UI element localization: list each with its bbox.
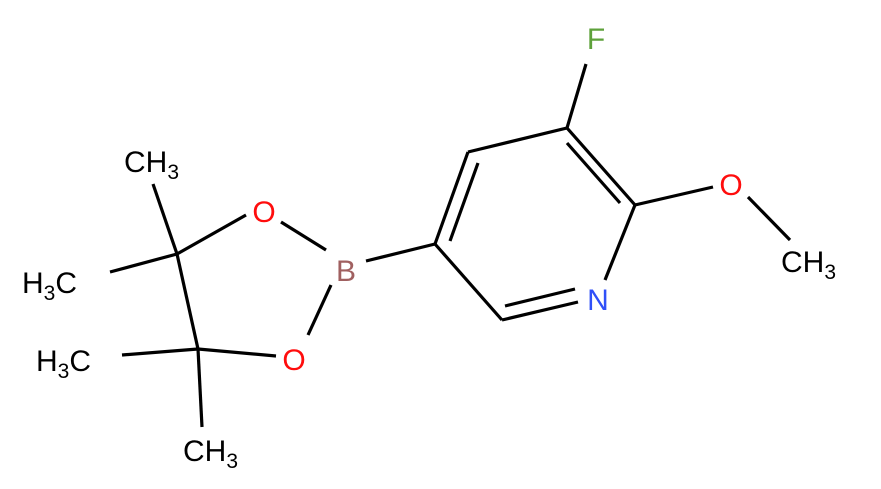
bond-c6-o bbox=[634, 185, 714, 207]
bond-c5-f bbox=[565, 63, 588, 129]
substituent-bonds bbox=[365, 63, 792, 263]
methyl-top-subscript: 3 bbox=[167, 161, 179, 184]
bond-c6-n bbox=[603, 204, 637, 281]
bond-c5-c6 bbox=[565, 126, 637, 207]
atom-methyl-left-lower: H3C bbox=[36, 345, 91, 383]
bond-cq2-ch3-bottom bbox=[196, 348, 204, 428]
bond-c3-c4-inner bbox=[448, 162, 480, 242]
methyl-bottom-ch: CH bbox=[183, 435, 226, 468]
atom-pyridine-nitrogen: N bbox=[587, 284, 609, 317]
bond-n-c1-inner bbox=[504, 287, 576, 308]
atom-fluorine: F bbox=[587, 23, 605, 56]
bond-o-top-cq1 bbox=[176, 213, 247, 256]
bond-c1-c3 bbox=[433, 242, 504, 322]
bond-cq1-ch3-left bbox=[109, 252, 178, 274]
bond-c5-c6-inner bbox=[565, 141, 622, 205]
bond-cq2-ch3-left bbox=[121, 347, 199, 357]
bond-b-o-top bbox=[280, 220, 327, 252]
methyl-left-lower-h: H bbox=[36, 345, 58, 378]
methyl-left-upper-subscript: 3 bbox=[44, 282, 56, 305]
methyl-left-upper-h: H bbox=[22, 267, 44, 300]
atom-boron: B bbox=[336, 255, 356, 288]
atom-methyl-left-upper: H3C bbox=[22, 267, 77, 305]
methyl-left-upper-c: C bbox=[55, 267, 77, 300]
bond-n-c1 bbox=[501, 300, 579, 322]
atom-labels: F O CH3 N B O O CH3 H3C H3C CH3 bbox=[22, 23, 836, 473]
bond-cq1-ch3-top bbox=[151, 183, 179, 255]
atom-methoxy-oxygen: O bbox=[719, 169, 742, 202]
atom-methoxy-methyl: CH3 bbox=[781, 246, 836, 284]
bond-cq1-cq2 bbox=[175, 253, 200, 350]
bond-c4-c5 bbox=[467, 126, 568, 154]
atom-ring-oxygen-bottom: O bbox=[282, 344, 305, 377]
pyridine-ring-bonds bbox=[433, 126, 637, 322]
methyl-bottom-subscript: 3 bbox=[226, 450, 238, 473]
methyl-left-lower-subscript: 3 bbox=[58, 360, 70, 383]
bond-o-bottom-cq2 bbox=[197, 347, 277, 358]
atom-methyl-bottom: CH3 bbox=[183, 435, 238, 473]
bond-o-ch3 bbox=[746, 195, 792, 242]
atom-methyl-top: CH3 bbox=[124, 146, 179, 184]
methyl-left-lower-c: C bbox=[69, 345, 91, 378]
methyl-top-ch: CH bbox=[124, 146, 167, 179]
bond-c3-c4 bbox=[433, 151, 470, 245]
atom-ring-oxygen-top: O bbox=[252, 196, 275, 229]
methoxy-methyl-subscript: 3 bbox=[824, 261, 836, 284]
bond-b-o-bottom bbox=[306, 284, 333, 336]
methoxy-methyl-ch: CH bbox=[781, 246, 824, 279]
dioxaborolane-bonds bbox=[109, 183, 333, 428]
bond-c3-b bbox=[365, 242, 436, 263]
